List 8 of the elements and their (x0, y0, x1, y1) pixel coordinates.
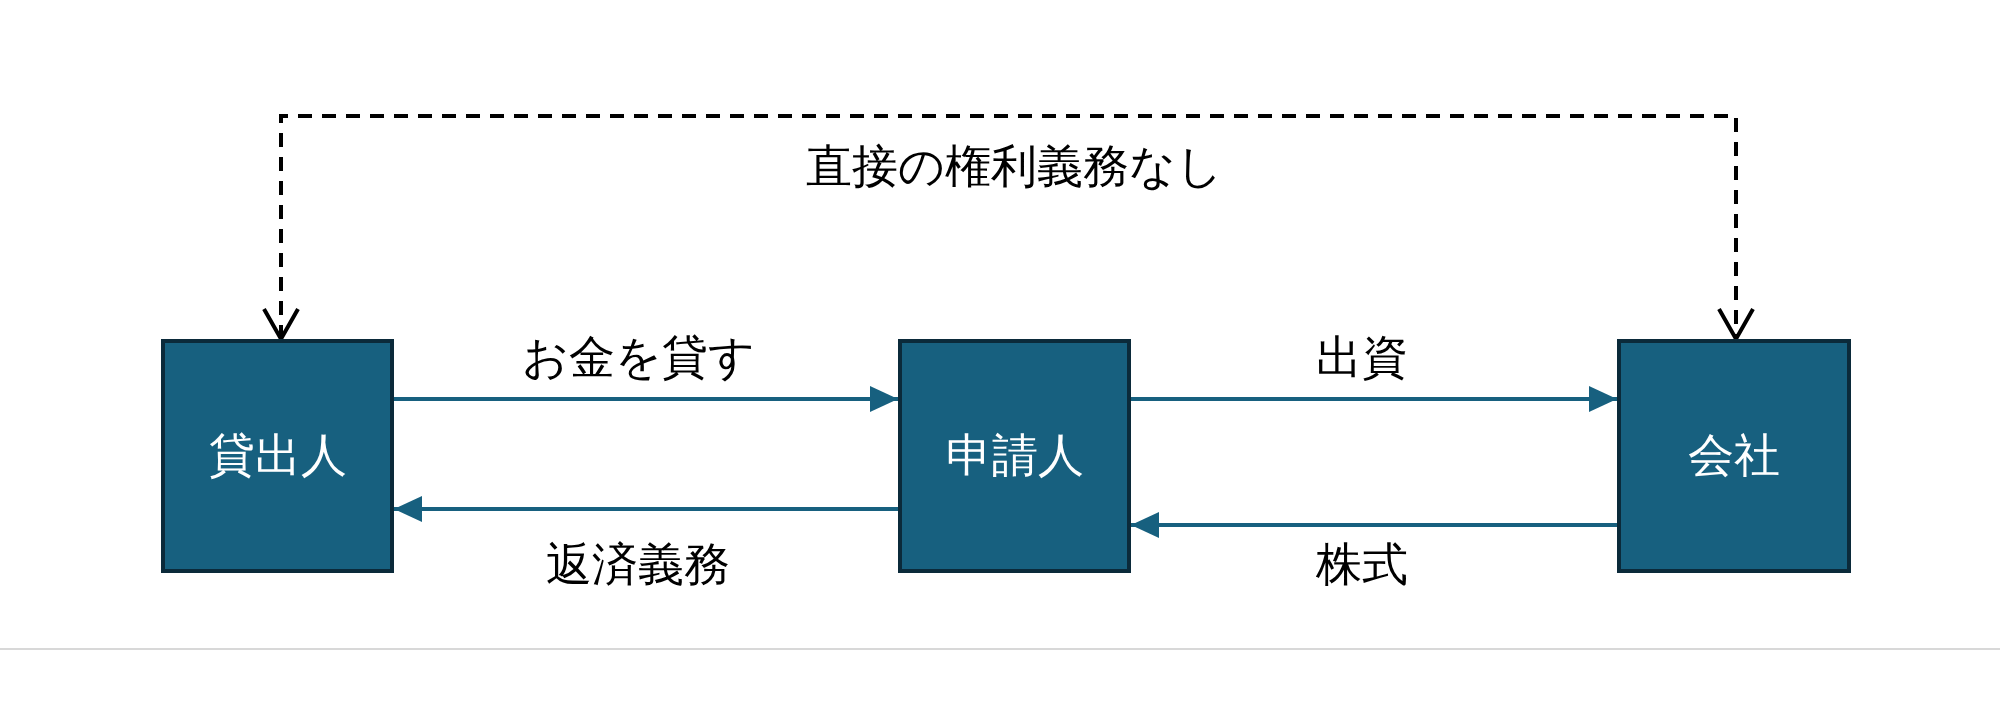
arrow (394, 386, 898, 412)
process-box: 貸出人 (161, 339, 394, 573)
process-box: 申請人 (898, 339, 1131, 573)
arrow (1131, 386, 1617, 412)
dashed-arrow (262, 114, 1755, 341)
arrow (394, 496, 898, 522)
process-box: 会社 (1617, 339, 1851, 573)
arrow (1131, 512, 1617, 538)
